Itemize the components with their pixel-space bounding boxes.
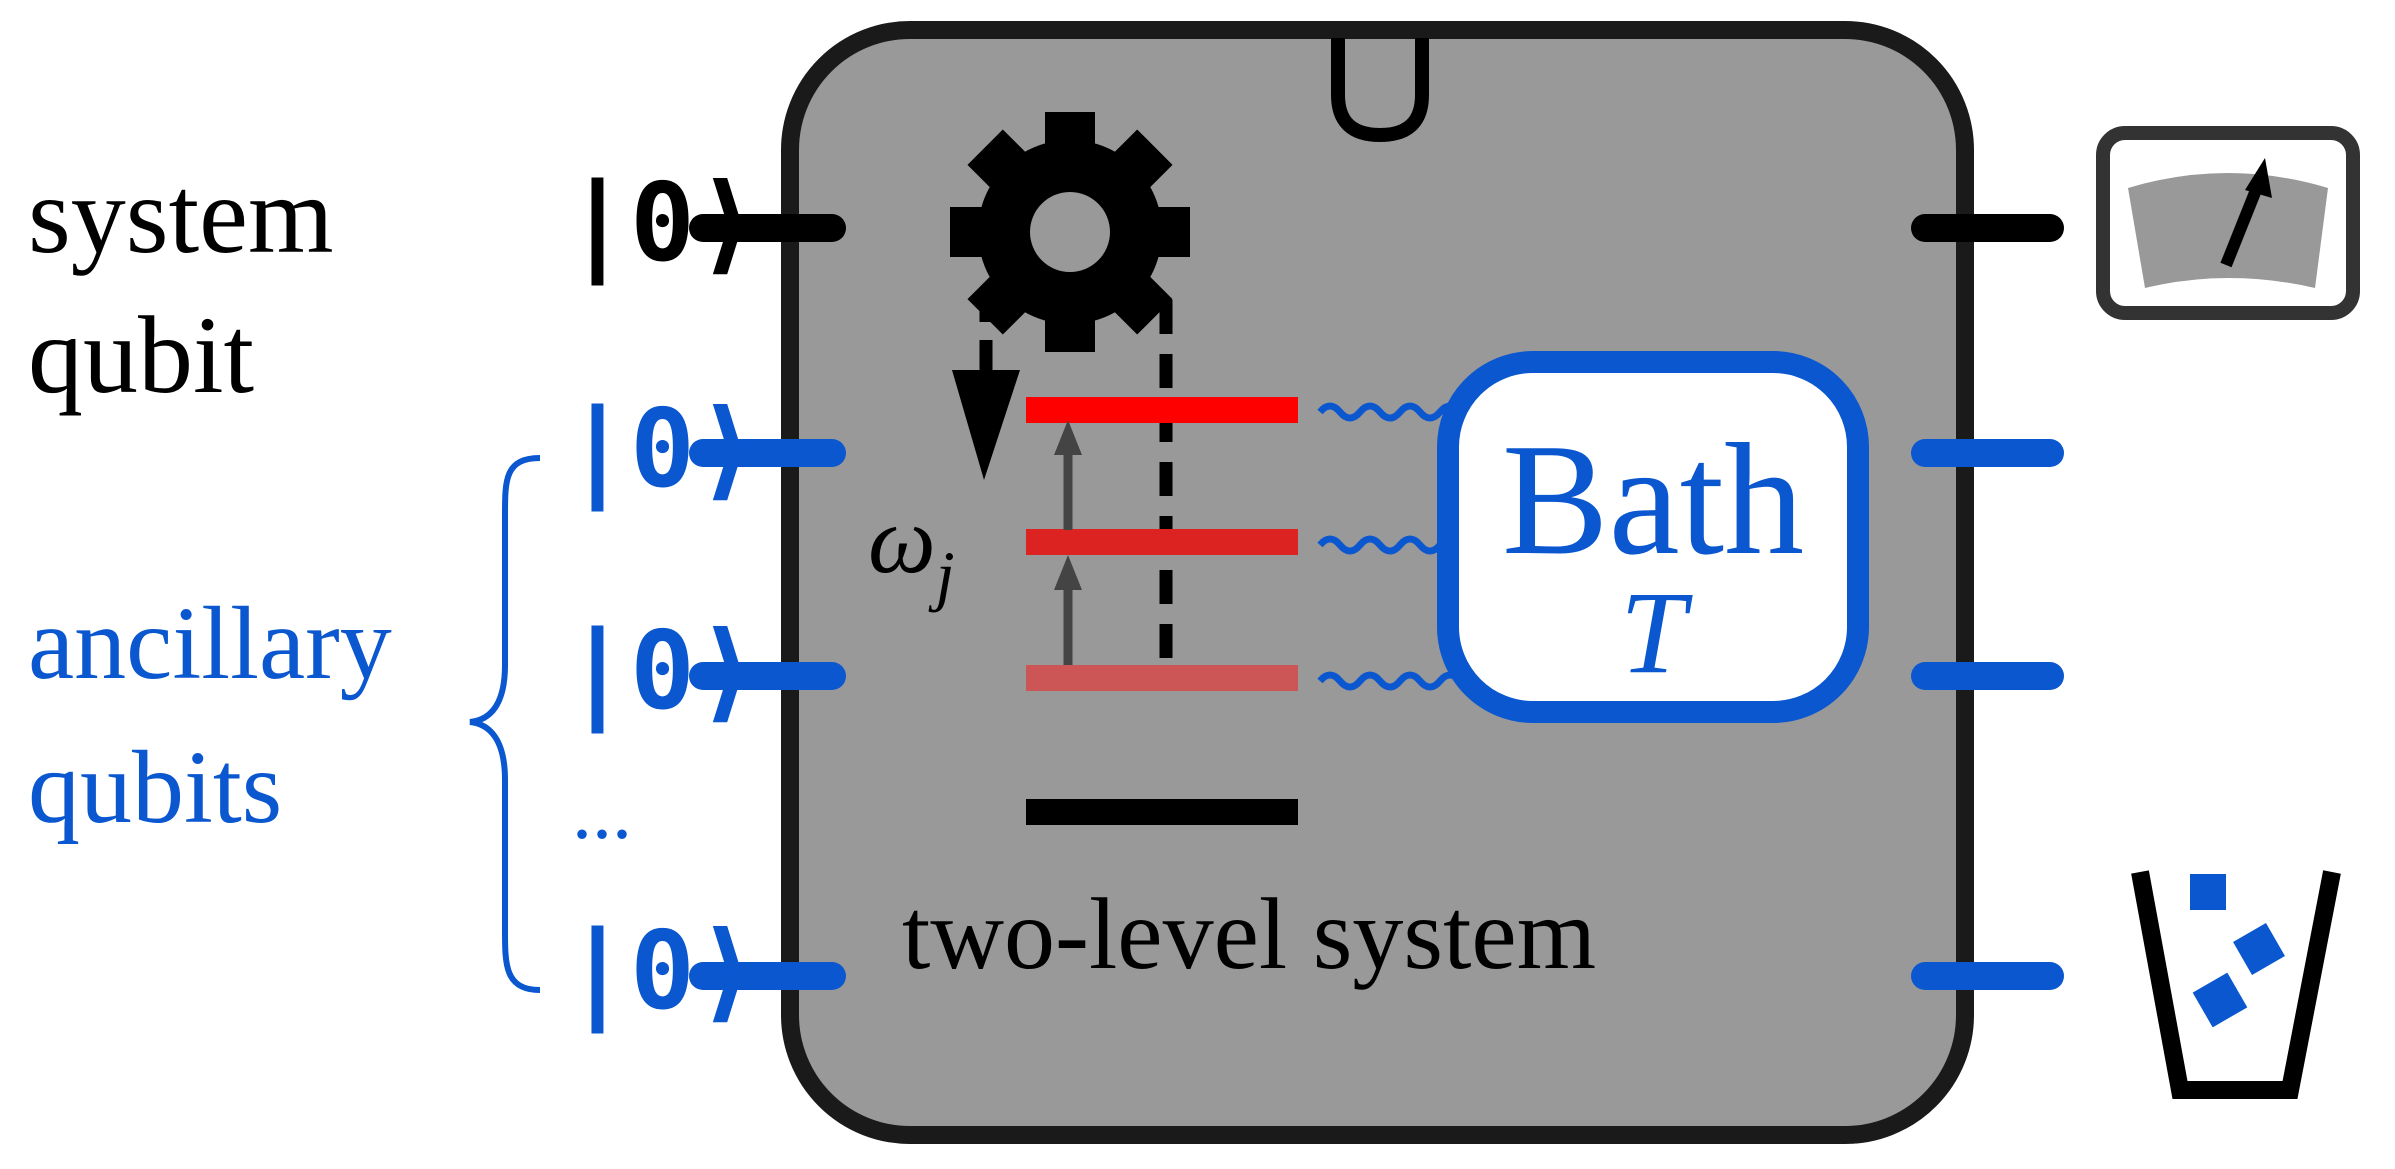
u-shaped-coupler-icon (1331, 38, 1429, 143)
ancilla-ket-2: |0⟩ (565, 609, 760, 734)
bath-box (1437, 351, 1869, 723)
bath-temperature-label: T (1620, 567, 1693, 698)
trash-bin-icon (2131, 870, 2341, 1099)
ancillary-qubits-label-line1: ancillary (28, 586, 392, 701)
bath-coupling-wave-1 (1317, 402, 1463, 422)
ancilla-ket-3: |0⟩ (565, 909, 760, 1034)
system-ket: |0⟩ (565, 161, 760, 286)
omega-symbol: ω (868, 486, 936, 593)
system-qubit-label-line1: system (28, 154, 334, 276)
transition-arrow-upper (1054, 420, 1082, 530)
bath-coupling-wave-3 (1317, 671, 1463, 691)
omega-label: ωj (868, 486, 955, 613)
bath-label: Bath (1502, 410, 1804, 588)
ancilla-ket-1: |0⟩ (565, 387, 760, 512)
ancillary-qubits-label-line2: qubits (28, 730, 282, 845)
gear-dashed-arrowhead (952, 370, 1020, 480)
ancilla-ellipsis: ... (572, 768, 632, 856)
ancilla-brace (469, 455, 541, 993)
system-qubit-label-line2: qubit (28, 294, 254, 416)
measurement-meter-icon (2096, 126, 2360, 320)
two-level-system-label: two-level system (902, 878, 1596, 991)
transition-arrow-lower (1054, 555, 1082, 665)
gear-icon (950, 112, 1190, 352)
